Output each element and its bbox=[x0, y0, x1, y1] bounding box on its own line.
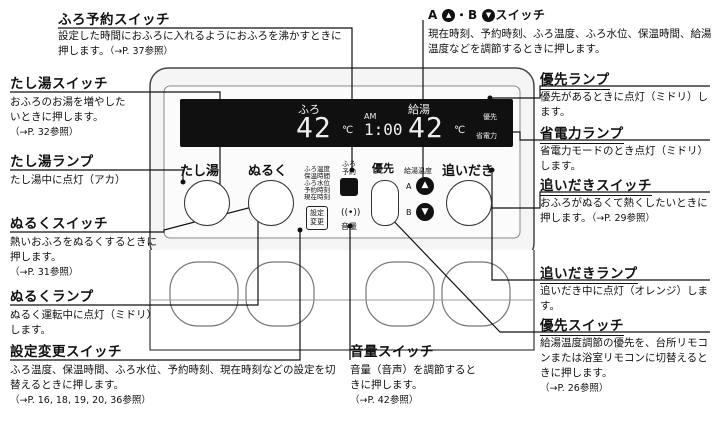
leader-dot bbox=[297, 227, 303, 233]
nuruku-lamp-title: ぬるくランプ bbox=[10, 289, 94, 305]
lcd-am: AM bbox=[364, 112, 377, 121]
speaker-icon: ((•)) bbox=[341, 208, 361, 218]
setting-list: ふろ温度 保温時間 ふろ水位 予約時刻 現在時刻 bbox=[304, 165, 330, 201]
lcd-shoudenryoku-indicator: 省電力 bbox=[476, 132, 497, 140]
furo-yoyaku-button[interactable] bbox=[340, 178, 358, 196]
lower-ghost-button bbox=[169, 261, 239, 327]
kyuto-ondo-label: 給湯温度 bbox=[404, 167, 432, 175]
tashiyu-title: たし湯スイッチ bbox=[10, 76, 108, 92]
yusen-desc: 給湯温度調節の優先を、台所リモコンまたは浴室リモコンに切替えるときに押します。 … bbox=[540, 337, 708, 394]
nuruku-label: ぬるく bbox=[248, 164, 288, 179]
oidaki-desc: おふろがぬるくて熱くしたいときに押します。（→P. 29参照） bbox=[540, 197, 708, 224]
oidaki-lamp-title: 追いだきランプ bbox=[540, 262, 638, 284]
lcd-kyuto-label: 給湯 bbox=[408, 103, 430, 116]
onryo-label: 音量 bbox=[341, 222, 357, 231]
tashiyu-desc: おふろのお湯を増やしたいときに押します。 （→P. 32参照） bbox=[10, 96, 126, 138]
updown-desc: 現在時刻、予約時刻、ふろ温度、ふろ水位、保温時間、給湯温度などを調節するときに押… bbox=[428, 28, 712, 55]
leader-oidaki-lamp bbox=[491, 170, 710, 281]
yusen-title: 優先スイッチ bbox=[540, 314, 624, 336]
yusen-lamp-title: 優先ランプ bbox=[540, 68, 610, 90]
tashiyu-label: たし湯 bbox=[180, 164, 220, 179]
down-arrow-button[interactable]: ▼ bbox=[416, 203, 434, 221]
lower-ghost-button bbox=[441, 261, 511, 327]
tashiyu-lamp-title: たし湯ランプ bbox=[10, 154, 94, 170]
leader-dot bbox=[489, 167, 495, 173]
lcd-furo-label: ふろ bbox=[298, 103, 320, 116]
furo-yoyaku-title: ふろ予約スイッチ bbox=[58, 12, 170, 28]
down-b-label: B bbox=[406, 208, 412, 217]
tashiyu-lamp-desc: たし湯中に点灯（アカ） bbox=[10, 174, 126, 186]
leader-oidaki bbox=[475, 191, 710, 209]
lcd-furo-unit: ℃ bbox=[342, 125, 354, 136]
oidaki-title: 追いだきスイッチ bbox=[540, 174, 652, 196]
leader-settei bbox=[10, 230, 301, 361]
yusen-button[interactable] bbox=[371, 180, 399, 226]
nuruku-button[interactable] bbox=[248, 180, 294, 226]
lower-ghost-button bbox=[245, 261, 315, 327]
up-arrow-button[interactable]: ▲ bbox=[416, 177, 434, 195]
leader-dot bbox=[347, 223, 353, 229]
lcd-kyuto-unit: ℃ bbox=[454, 125, 466, 136]
onryo-title: 音量スイッチ bbox=[350, 344, 434, 360]
up-arrow-icon: ▲ bbox=[442, 9, 456, 22]
nuruku-desc: 熱いおふろをぬるくするときに押します。 （→P. 31参照） bbox=[10, 236, 157, 278]
lcd-time: 1:00 bbox=[364, 120, 403, 139]
yusen-label: 優先 bbox=[372, 162, 394, 175]
down-arrow-icon: ▼ bbox=[482, 9, 496, 22]
oidaki-button[interactable] bbox=[446, 180, 492, 226]
leader-yusen-lamp bbox=[490, 85, 710, 99]
furo-yoyaku-label: ふろ 予約 bbox=[342, 160, 356, 176]
settei-desc: ふろ温度、保温時間、ふろ水位、予約時刻、現在時刻などの設定を切替えるときに押しま… bbox=[10, 364, 336, 406]
leader-dot bbox=[349, 167, 355, 173]
up-a-label: A bbox=[406, 182, 412, 191]
leader-tashiyu bbox=[10, 91, 221, 195]
updown-title: A ▲・B ▼スイッチ bbox=[428, 8, 546, 22]
yusen-lamp-desc: 優先があるときに点灯（ミドリ）します。 bbox=[540, 91, 708, 118]
shoudenryoku-lamp-title: 省電力ランプ bbox=[540, 122, 624, 144]
tashiyu-button[interactable] bbox=[184, 180, 230, 226]
leader-yusen bbox=[387, 214, 710, 333]
shoudenryoku-lamp-desc: 省電力モードのとき点灯（ミドリ）します。 bbox=[540, 145, 708, 172]
furo-yoyaku-desc: 設定した時間におふろに入れるようにおふろを沸かすときに押します。（→P. 37参… bbox=[58, 30, 342, 57]
oidaki-label: 追いだき bbox=[442, 164, 495, 179]
lcd-display: ふろ 給湯 42 ℃ AM 1:00 42 ℃ 優先 省電力 bbox=[180, 99, 513, 147]
leader-tashiyu-lamp bbox=[10, 169, 184, 182]
lower-ghost-button bbox=[365, 261, 435, 327]
oidaki-lamp-desc: 追いだき中に点灯（オレンジ）します。 bbox=[540, 285, 708, 312]
nuruku-title: ぬるくスイッチ bbox=[10, 216, 108, 232]
onryo-desc: 音量（音声）を調節するときに押します。 （→P. 42参照） bbox=[350, 364, 476, 406]
settei-title: 設定変更スイッチ bbox=[10, 344, 122, 360]
leader-dot bbox=[180, 179, 186, 185]
leader-nuruku-lamp bbox=[10, 192, 259, 306]
lcd-furo-temp: 42 bbox=[296, 111, 332, 144]
lcd-kyuto-temp: 42 bbox=[408, 111, 444, 144]
lcd-yusen-indicator: 優先 bbox=[483, 113, 497, 121]
settei-henkou-button[interactable]: 設定 変更 bbox=[306, 206, 328, 230]
nuruku-lamp-desc: ぬるく運転中に点灯（ミドリ）します。 bbox=[10, 309, 157, 336]
